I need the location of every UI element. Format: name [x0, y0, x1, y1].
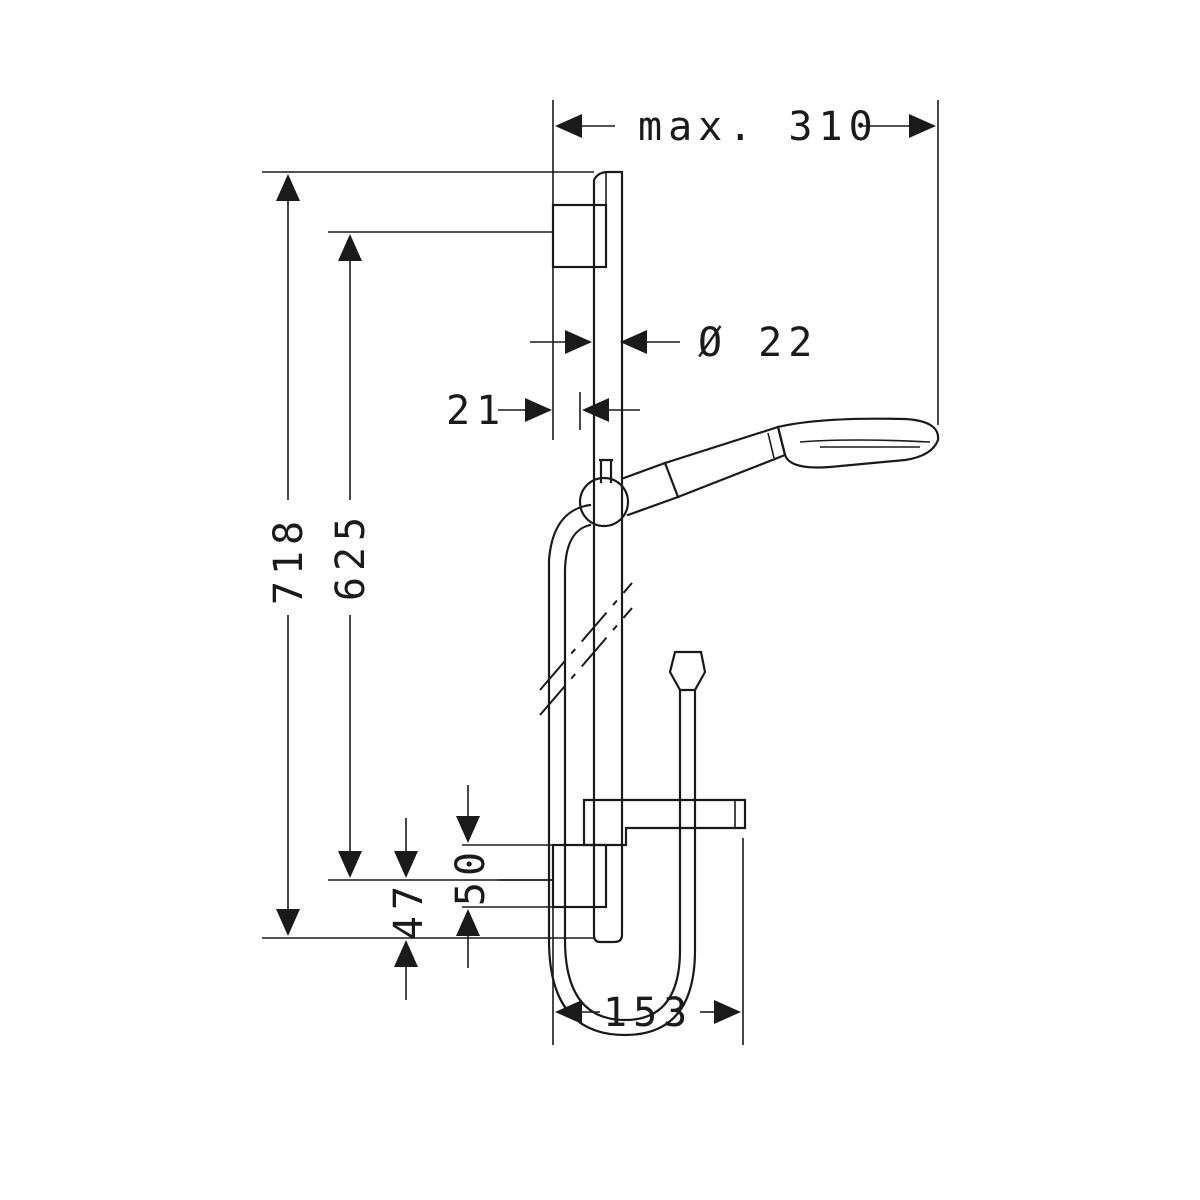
- arrow-310-left: [555, 114, 582, 138]
- handle-detail: [767, 432, 775, 459]
- label-spacing-lower: 50: [448, 846, 494, 906]
- label-height-inner: 625: [328, 511, 374, 601]
- dimension-lines: [262, 100, 939, 1045]
- arrow-50-bottom: [456, 909, 480, 936]
- hand-shower-handle: [663, 425, 787, 499]
- label-width-max: max. 310: [638, 104, 879, 150]
- label-spacing-bottom: 47: [386, 880, 432, 940]
- label-diameter: Ø 22: [698, 320, 818, 366]
- hose-connector: [668, 650, 707, 692]
- arrow-22-right: [620, 330, 647, 354]
- arrow-153-left: [555, 1000, 582, 1024]
- arrow-50-top: [456, 816, 480, 843]
- label-soap-dish-width: 153: [603, 990, 693, 1036]
- arrow-153-right: [714, 1000, 741, 1024]
- slide-rail: [592, 170, 624, 944]
- arrow-310-right: [909, 114, 936, 138]
- arrow-718-top: [276, 174, 300, 201]
- arrow-21-left: [525, 398, 552, 422]
- soap-dish: [582, 798, 747, 847]
- label-height-total: 718: [266, 515, 312, 605]
- dimension-labels: max. 310 Ø 22 21 718 625 50 47 153: [266, 104, 879, 1036]
- shower-hose-inner: [563, 523, 682, 1022]
- arrow-718-bottom: [276, 909, 300, 936]
- arrow-625-top: [338, 234, 362, 261]
- break-line-2: [539, 607, 633, 716]
- arrow-21-right: [582, 398, 609, 422]
- break-line-1: [539, 582, 633, 691]
- arrow-625-bottom: [338, 851, 362, 878]
- arrow-47-top: [394, 851, 418, 878]
- arrow-47-bottom: [394, 940, 418, 967]
- arrow-22-left: [565, 330, 592, 354]
- holder-arm: [622, 461, 680, 517]
- hand-shower-head: [776, 417, 940, 469]
- label-offset: 21: [446, 388, 506, 434]
- hand-shower-face: [799, 439, 931, 443]
- shower-set: [539, 170, 940, 1037]
- bottom-bracket: [551, 843, 608, 909]
- top-bracket: [551, 203, 608, 269]
- slider-knob: [578, 476, 630, 528]
